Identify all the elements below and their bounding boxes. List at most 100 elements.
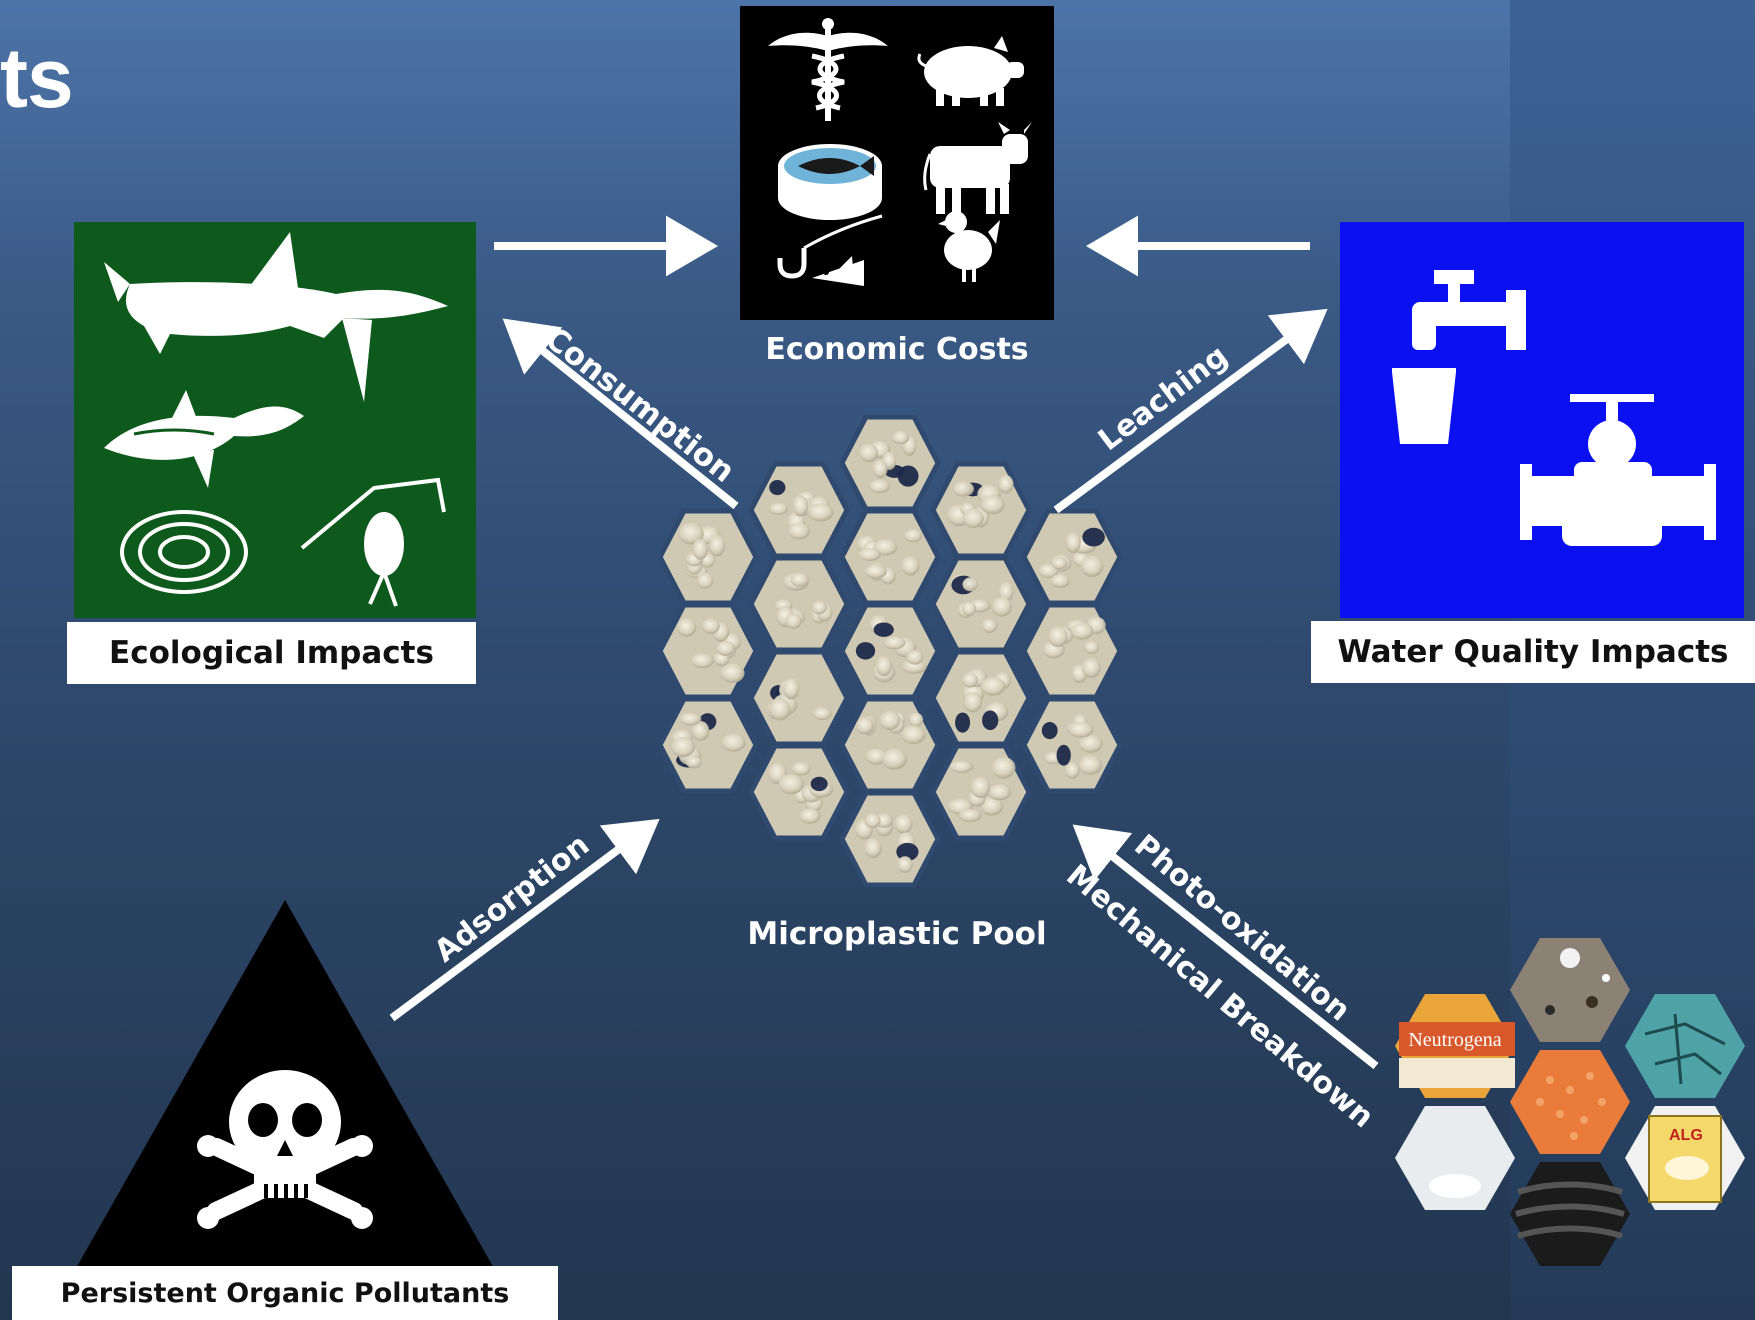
orange-pellets-hex [1510,1050,1630,1154]
microplastic-bead [1079,734,1103,753]
microplastic-bead [962,577,978,592]
microplastic-bead [792,495,809,517]
arrow-pool-to-water [1053,308,1328,514]
microplastic-bead [1056,744,1071,766]
arrow-sources-to-pool [1072,824,1379,1070]
water-quality-tile [1340,222,1744,618]
neutrogena-brand-text: Neutrogena [1408,1029,1501,1051]
microplastic-bead [892,431,910,445]
microplastic-bead [810,776,828,792]
microplastic-bead [708,534,725,557]
microplastic-bead [1082,527,1105,547]
microplastic-bead [799,808,821,824]
microplastic-bead [864,564,887,579]
microplastic-bead [981,618,998,633]
microplastic-bead [807,503,834,522]
microplastic-bead [883,636,906,650]
microplastic-bead [785,613,802,629]
microplastic-bead [864,838,882,859]
neutrogena-hex: Neutrogena [1395,994,1515,1098]
oyster-icon [120,510,248,594]
microplastic-bead [1084,640,1100,654]
arrow-pollutants-to-pool [389,818,660,1022]
microplastic-bead [868,479,891,494]
microplastic-bead [701,618,720,635]
microplastic-hex [839,790,941,888]
microplastic-bead [812,707,832,721]
pig-icon [917,36,1024,106]
cow-icon [923,122,1032,214]
microplastic-bead [691,721,710,741]
microplastic-bead [1065,762,1080,779]
microplastic-bead [962,601,977,616]
caduceus-icon [768,18,888,121]
microplastic-bead [1067,721,1094,738]
microplastic-bead [677,618,697,637]
microplastic-pool-label: Microplastic Pool [747,916,1047,952]
microplastic-bead [787,522,811,540]
alg-jar-hex: ALG [1625,1106,1745,1210]
white-plastic-hex [1395,1106,1515,1210]
microplastic-bead [901,725,926,745]
microplastic-bead [894,814,913,834]
plastic-sources-honeycomb: Neutrogena ALG [1395,938,1745,1266]
microplastic-bead [903,529,923,543]
alg-brand-text: ALG [1669,1127,1703,1144]
microplastic-bead [901,556,920,576]
microplastic-bead [1070,622,1094,640]
microplastic-bead [783,678,800,700]
microplastic-bead [769,502,789,515]
microplastic-bead [896,842,919,861]
microplastic-bead [881,748,908,770]
microplastic-bead [872,459,888,479]
microplastic-bead [991,756,1016,779]
microplastic-bead [1048,626,1068,648]
skull-crossbones-icon [197,1070,373,1229]
microplastic-bead [879,710,901,731]
ecological-icons [104,232,448,607]
microplastic-bead [791,761,811,776]
microplastic-bead [721,733,746,752]
microplastic-bead [769,480,786,496]
microplastic-bead [720,663,745,683]
microplastic-bead [778,773,805,795]
microplastic-bead [897,856,913,873]
microplastic-bead [962,672,979,688]
microplastic-bead [1065,532,1081,553]
microplastic-bead [873,622,894,637]
microplastic-bead [685,756,702,769]
microplastic-bead [678,522,704,545]
microplastic-bead [982,710,999,731]
microplastic-bead [1080,555,1104,577]
fishing-hook-icon [777,214,883,286]
slide-title-fragment: ts [0,31,74,125]
microplastic-bead [908,712,924,727]
microplastic-bead [858,443,879,463]
water-quality-label: Water Quality Impacts [1311,621,1755,683]
microplastic-bead [980,677,1006,696]
microplastic-bead [790,572,810,587]
microplastic-bead [897,465,919,487]
water-icons [1392,270,1716,546]
shark-icon [104,232,448,402]
microplastic-bead [1038,563,1059,579]
microplastic-bead [855,717,874,735]
microplastic-bead [1050,574,1070,588]
microplastic-hexes [660,415,1123,888]
microplastic-bead [691,653,714,669]
microplastic-bead [952,481,974,497]
economic-costs-label: Economic Costs [765,332,1029,367]
microplastic-bead [692,538,708,560]
microplastic-bead [958,808,982,822]
tires-hex [1510,1162,1630,1266]
microplastic-bead [696,572,714,589]
ecological-impacts-tile [74,222,476,618]
pollutants-hazard-triangle [75,900,495,1270]
chicken-icon [938,204,1000,282]
cracked-paint-hex [1625,994,1745,1098]
microplastic-bead [955,712,971,733]
microplastic-bead [864,813,881,829]
microplastic-bead [949,760,974,773]
microplastic-bead [875,656,892,677]
